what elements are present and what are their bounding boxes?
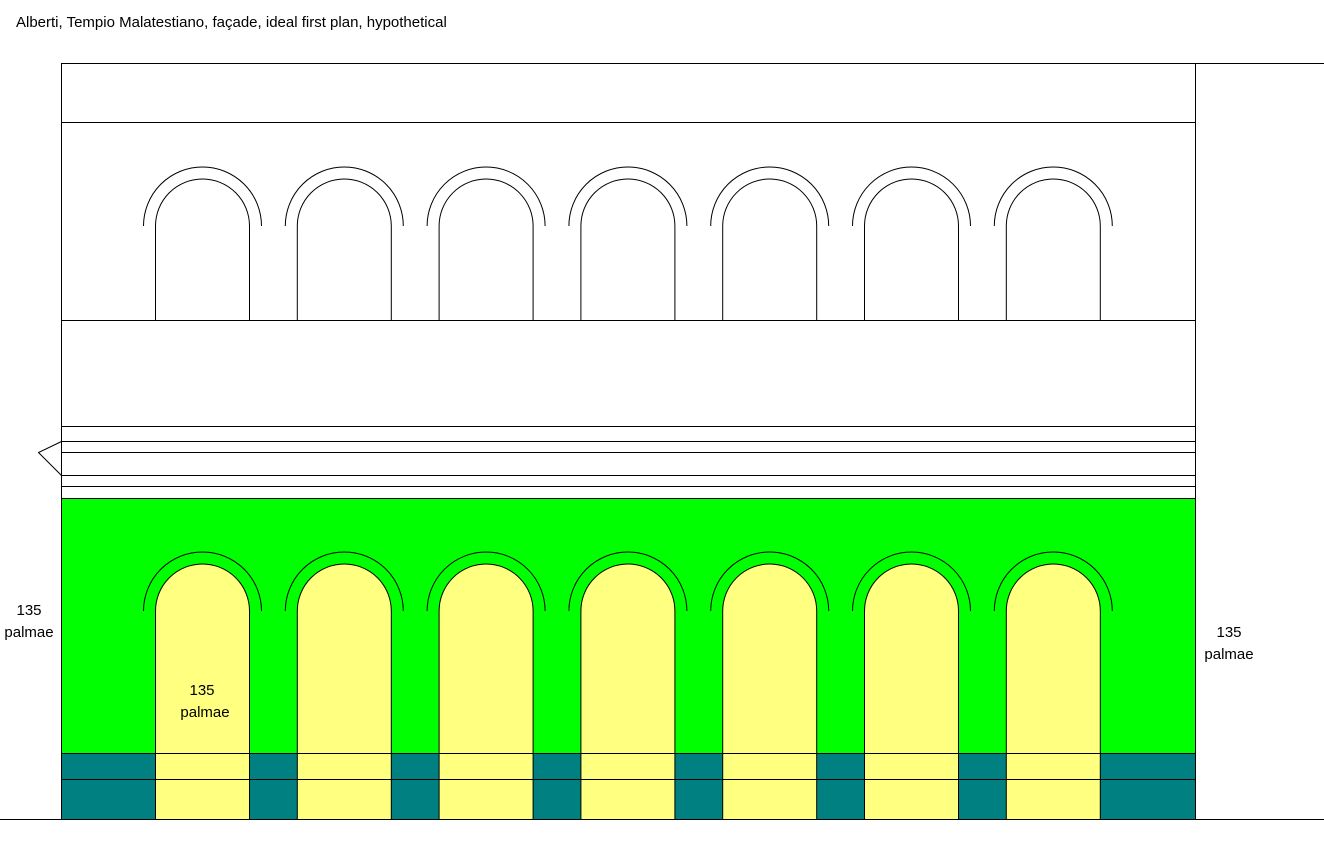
upper-arcade: [143, 166, 1113, 321]
archivolt: [993, 166, 1113, 227]
left-height-label: 135 palmae: [4, 602, 53, 641]
arch-outline: [155, 178, 250, 321]
archivolt: [852, 166, 971, 227]
arch: [143, 551, 262, 819]
archivolt: [852, 551, 971, 612]
arch-height-label: 135 palmae: [180, 682, 229, 721]
arch-outline: [580, 178, 676, 321]
arch-outline: [155, 563, 250, 819]
arch: [710, 551, 830, 819]
arch-base-fill: [297, 753, 392, 819]
archivolt: [284, 166, 404, 227]
archivolt: [710, 551, 830, 612]
arch-base-fill: [155, 753, 250, 819]
archivolt: [710, 166, 830, 227]
arch: [710, 166, 830, 321]
cornice-profile: [37, 441, 62, 476]
arch: [568, 166, 688, 321]
arch: [852, 166, 971, 321]
label-line: 135: [1216, 624, 1241, 641]
arch: [993, 551, 1113, 819]
arch-outline: [296, 178, 392, 321]
arch: [993, 166, 1113, 321]
arch: [143, 166, 262, 321]
upper-frame: [61, 63, 1196, 499]
archivolt: [426, 166, 546, 227]
arch-outline: [1005, 563, 1101, 819]
arch: [852, 551, 971, 819]
cornice: [37, 426, 1196, 487]
arch-base-fill: [580, 753, 675, 819]
arch-outline: [1005, 178, 1101, 321]
arch-base-fill: [439, 753, 534, 819]
arch: [426, 551, 546, 819]
arch-outline: [580, 563, 676, 819]
base-lines: [0, 63, 1324, 820]
archivolt: [993, 551, 1113, 612]
arch-outline: [864, 178, 959, 321]
arch-outline: [438, 563, 534, 819]
arch: [426, 166, 546, 321]
arch-base-fill: [1006, 753, 1101, 819]
archivolt: [568, 166, 688, 227]
right-height-label: 135 palmae: [1204, 624, 1253, 663]
label-line: 135: [189, 682, 214, 699]
archivolt: [568, 551, 688, 612]
arch-outline: [722, 178, 818, 321]
label-line: 135: [16, 602, 41, 619]
archivolt: [426, 551, 546, 612]
arch-outline: [296, 563, 392, 819]
label-line: palmae: [180, 704, 229, 721]
archivolt: [143, 166, 262, 227]
arch: [284, 551, 404, 819]
label-line: palmae: [1204, 646, 1253, 663]
archivolt: [143, 551, 262, 612]
label-line: palmae: [4, 624, 53, 641]
arch: [568, 551, 688, 819]
arch-base-fill: [864, 753, 959, 819]
arch-outline: [438, 178, 534, 321]
arch-outline: [722, 563, 818, 819]
archivolt: [284, 551, 404, 612]
arch: [284, 166, 404, 321]
arch-base-fill: [722, 753, 817, 819]
lower-arcade: [143, 551, 1113, 819]
drawing-title: Alberti, Tempio Malatestiano, façade, id…: [16, 14, 447, 31]
arch-outline: [864, 563, 959, 819]
